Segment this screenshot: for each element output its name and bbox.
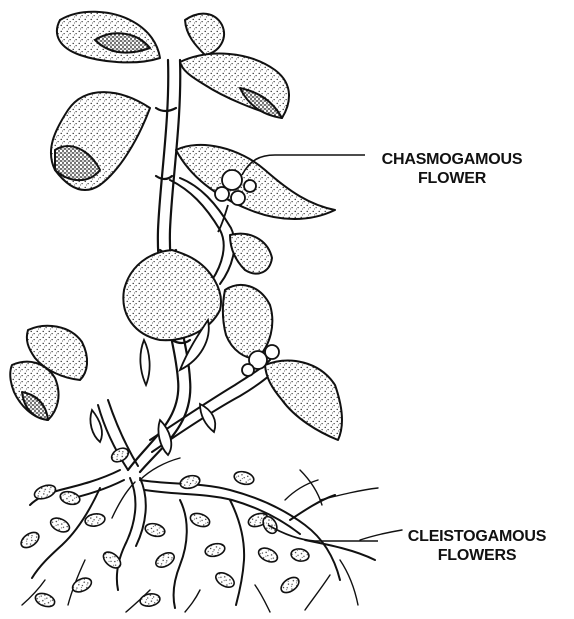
label-chasmogamous-line1: CHASMOGAMOUS <box>366 150 538 169</box>
leaf-small-right <box>230 234 272 274</box>
leaves <box>10 12 342 440</box>
leaf-lower-right <box>223 285 272 358</box>
label-cleistogamous-flowers: CLEISTOGAMOUS FLOWERS <box>380 527 574 565</box>
cleistogamous-flowers <box>18 445 310 609</box>
label-chasmogamous-flower: CHASMOGAMOUS FLOWER <box>366 150 538 188</box>
cleistogamous-leader <box>268 525 378 541</box>
label-cleistogamous-line1: CLEISTOGAMOUS <box>380 527 574 546</box>
leaf-top-right <box>185 14 224 55</box>
leaf-lower-right-2 <box>265 361 342 440</box>
label-cleistogamous-line2: FLOWERS <box>380 546 574 565</box>
label-chasmogamous-line2: FLOWER <box>366 169 538 188</box>
